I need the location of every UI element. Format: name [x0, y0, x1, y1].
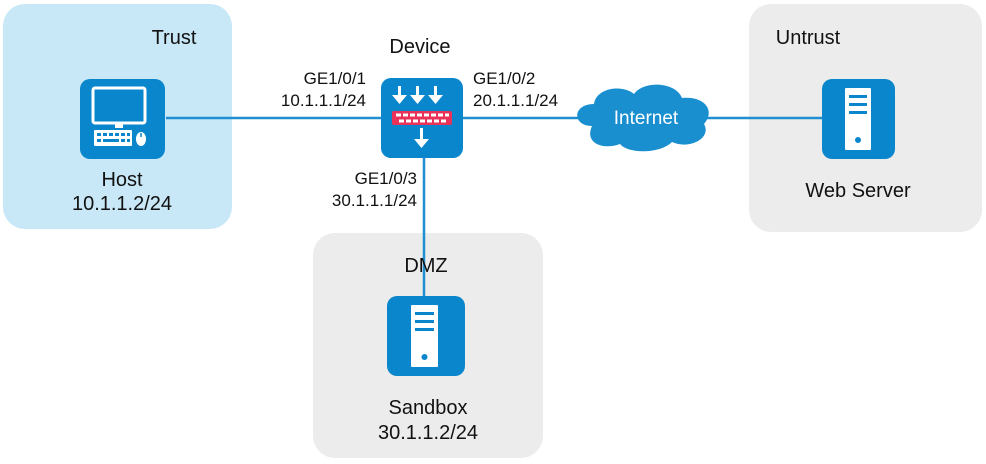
web-server-label: Web Server: [805, 180, 911, 202]
sandbox-ip-label: 30.1.1.2/24: [378, 422, 478, 444]
host-ip-label: 10.1.1.2/24: [72, 193, 172, 215]
sandbox-name-label: Sandbox: [389, 397, 468, 419]
cloud-icon: [577, 84, 709, 152]
ge1-name-label: GE1/0/1: [304, 69, 366, 88]
untrust-zone-label: Untrust: [776, 27, 841, 49]
server-icon: [387, 296, 465, 376]
ge3-name-label: GE1/0/3: [355, 169, 417, 188]
ge2-name-label: GE1/0/2: [473, 69, 535, 88]
internet-label: Internet: [614, 108, 679, 129]
pc-icon: [80, 79, 165, 159]
device-label: Device: [389, 36, 450, 58]
ge2-ip-label: 20.1.1.1/24: [473, 91, 558, 110]
server-icon: [822, 79, 895, 159]
ge1-ip-label: 10.1.1.1/24: [281, 91, 366, 110]
host-name-label: Host: [101, 169, 143, 191]
ge3-ip-label: 30.1.1.1/24: [332, 191, 417, 210]
firewall-icon: [381, 78, 463, 158]
dmz-zone-label: DMZ: [404, 255, 447, 277]
trust-zone-label: Trust: [152, 27, 197, 49]
